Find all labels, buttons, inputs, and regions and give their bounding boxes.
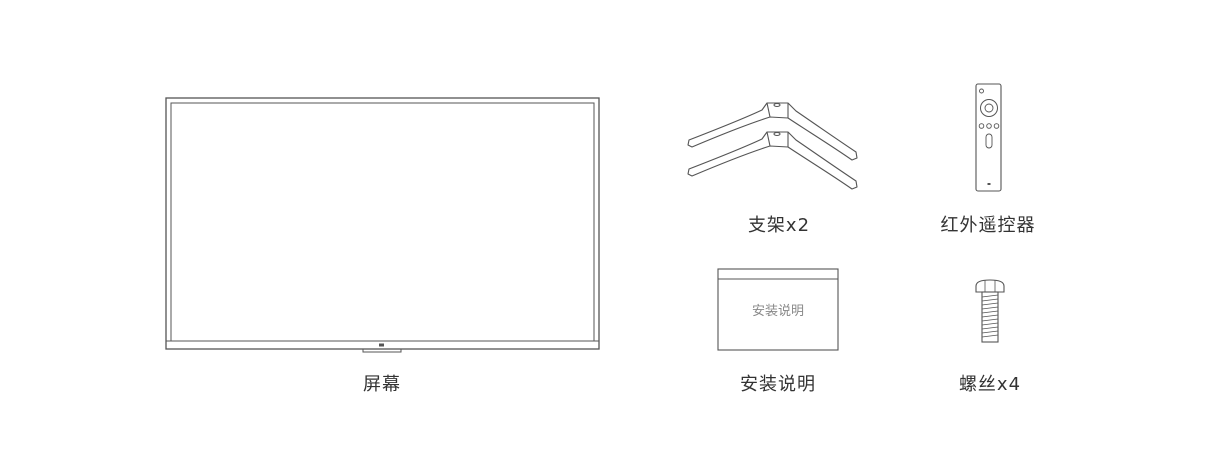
remote-body bbox=[975, 83, 1002, 192]
stand-upper bbox=[687, 102, 858, 161]
screw-threads bbox=[981, 294, 999, 338]
remote-logo-mark bbox=[987, 183, 991, 185]
stand-lower bbox=[687, 131, 858, 190]
manual-label: 安装说明 bbox=[740, 374, 816, 395]
dpad-ring-icon bbox=[980, 99, 998, 117]
manual-cover-text: 安装说明 bbox=[751, 304, 804, 319]
menu-button-icon bbox=[993, 123, 1000, 129]
back-button-icon bbox=[986, 123, 992, 129]
manual-cover bbox=[717, 268, 839, 351]
tv-base-plate bbox=[362, 348, 402, 353]
home-button-icon bbox=[978, 123, 985, 129]
volume-rocker-icon bbox=[985, 133, 993, 149]
remote-label: 红外遥控器 bbox=[940, 215, 1036, 236]
screen-label: 屏幕 bbox=[363, 374, 401, 395]
screw-head bbox=[975, 279, 1005, 293]
tv-logo-mark bbox=[379, 343, 384, 347]
screws-label: 螺丝x4 bbox=[958, 374, 1022, 395]
power-button-icon bbox=[979, 88, 984, 94]
stand-label: 支架x2 bbox=[747, 215, 811, 236]
dpad-center-icon bbox=[984, 103, 994, 113]
